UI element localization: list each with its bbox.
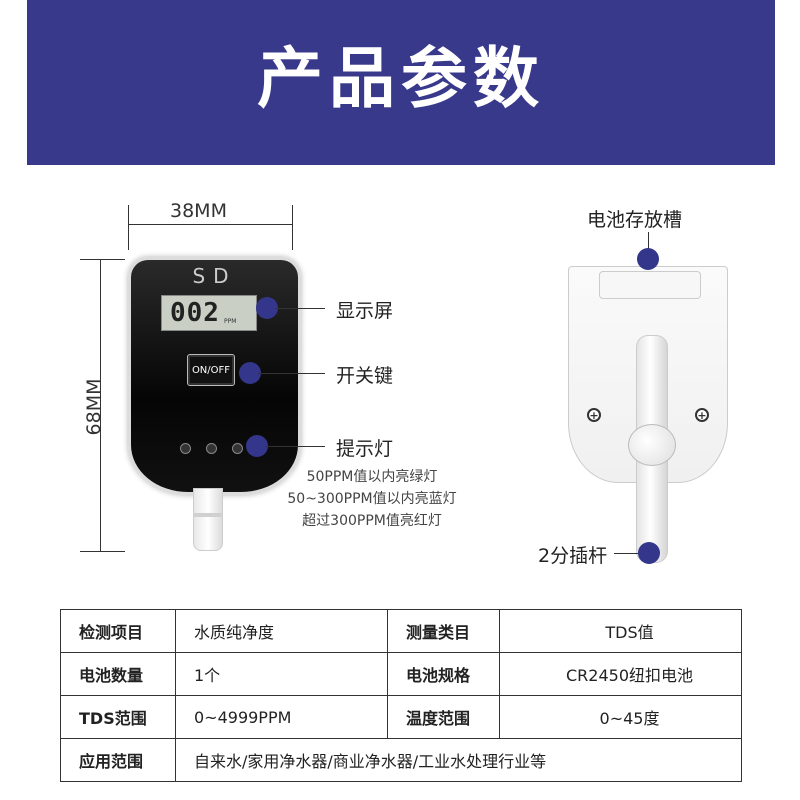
page-title: 产品参数 [257, 39, 545, 117]
table-value: 0~45度 [499, 695, 742, 739]
callout-dot-switch [239, 362, 261, 384]
table-row: 应用范围 自来水/家用净水器/商业净水器/工业水处理行业等 [60, 738, 742, 782]
table-value: 1个 [175, 652, 388, 696]
header-banner: 产品参数 [27, 0, 775, 165]
width-dim-left-tick [128, 205, 129, 250]
callout-dot-indicator [246, 435, 268, 457]
height-dim-bottom-tick [80, 551, 125, 552]
battery-compartment [599, 271, 701, 299]
height-dim-line [100, 259, 101, 551]
width-dim-line [128, 224, 293, 225]
pipe-joint [628, 424, 676, 466]
indicator-note-2: 50~300PPM值以内亮蓝灯 [287, 491, 457, 507]
on-off-button[interactable]: ON/OFF [187, 354, 235, 386]
indicator-note-1: 50PPM值以内亮绿灯 [306, 469, 438, 485]
table-value: TDS值 [499, 609, 742, 653]
callout-dot-pipe [638, 542, 660, 564]
callout-line-pipe [614, 553, 640, 554]
indicator-led-3 [232, 443, 243, 454]
callout-line-battery-slot [648, 232, 649, 254]
indicator-note-3: 超过300PPM值亮红灯 [302, 513, 442, 529]
callout-line-switch [258, 373, 325, 374]
indicator-led-1 [180, 443, 191, 454]
table-key: 应用范围 [60, 738, 176, 782]
table-value: 自来水/家用净水器/商业净水器/工业水处理行业等 [175, 738, 742, 782]
spec-table: 检测项目 水质纯净度 测量类目 TDS值 电池数量 1个 电池规格 CR2450… [60, 609, 742, 782]
table-key: 检测项目 [60, 609, 176, 653]
width-dim-label: 38MM [170, 200, 227, 222]
height-dim-top-tick [80, 259, 125, 260]
table-value: 水质纯净度 [175, 609, 388, 653]
callout-dot-battery-slot [637, 248, 659, 270]
table-key: TDS范围 [60, 695, 176, 739]
label-indicator: 提示灯 [336, 438, 394, 460]
width-dim-right-tick [292, 205, 293, 250]
front-pipe [193, 488, 223, 551]
table-key: 温度范围 [387, 695, 500, 739]
indicator-led-2 [206, 443, 217, 454]
callout-dot-display [256, 297, 278, 319]
label-battery-slot: 电池存放槽 [587, 209, 683, 231]
label-pipe: 2分插杆 [538, 545, 608, 567]
lcd-unit: PPM [223, 317, 237, 325]
screw-icon-right: + [695, 408, 709, 422]
table-row: 电池数量 1个 电池规格 CR2450纽扣电池 [60, 652, 742, 696]
table-key: 测量类目 [387, 609, 500, 653]
screw-icon-left: + [587, 408, 601, 422]
table-key: 电池规格 [387, 652, 500, 696]
height-dim-label: 68MM [83, 378, 105, 436]
tds-meter-front: SD 002 PPM ON/OFF [128, 257, 301, 495]
lcd-display: 002 PPM [161, 295, 257, 331]
table-value: CR2450纽扣电池 [499, 652, 742, 696]
table-key: 电池数量 [60, 652, 176, 696]
table-row: TDS范围 0~4999PPM 温度范围 0~45度 [60, 695, 742, 739]
callout-line-display [275, 308, 325, 309]
callout-line-indicator [265, 446, 325, 447]
device-logo: SD [192, 264, 237, 288]
table-value: 0~4999PPM [175, 695, 388, 739]
table-row: 检测项目 水质纯净度 测量类目 TDS值 [60, 609, 742, 653]
label-switch: 开关键 [336, 365, 394, 387]
label-display: 显示屏 [336, 300, 394, 322]
lcd-value: 002 [170, 298, 220, 328]
